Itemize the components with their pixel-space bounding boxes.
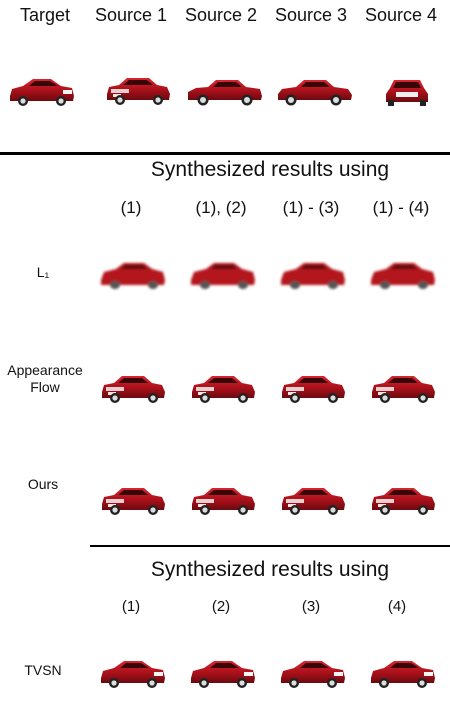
section1-col-3: (1) - (3) — [282, 198, 340, 217]
af-result-1 — [98, 370, 168, 406]
row-label-appearance-flow: Appearance Flow — [7, 362, 83, 395]
l1-result-2 — [188, 256, 258, 292]
l1-result-1 — [98, 256, 168, 292]
ours-result-1 — [98, 482, 168, 518]
thin-separator — [90, 545, 450, 547]
section1-col-2: (1), (2) — [195, 198, 247, 217]
l1-result-4 — [368, 256, 438, 292]
af-result-4 — [368, 370, 438, 406]
section2-col-2: (2) — [211, 598, 231, 615]
section2-col-4: (4) — [387, 598, 407, 615]
tvsn-result-2 — [188, 654, 258, 690]
header-source-3: Source 3 — [274, 5, 348, 25]
tvsn-result-3 — [278, 654, 348, 690]
header-target: Target — [19, 5, 71, 25]
ours-result-2 — [188, 482, 258, 518]
row-label-ours: Ours — [27, 476, 59, 492]
thick-separator — [0, 152, 450, 155]
header-source-4: Source 4 — [364, 5, 438, 25]
row-label-l1: L₁ — [36, 264, 50, 280]
af-result-3 — [278, 370, 348, 406]
tvsn-result-1 — [98, 654, 168, 690]
ours-result-3 — [278, 482, 348, 518]
section2-title: Synthesized results using — [150, 558, 390, 581]
section1-title: Synthesized results using — [150, 158, 390, 181]
l1-result-3 — [278, 256, 348, 292]
ours-result-4 — [368, 482, 438, 518]
header-source-2: Source 2 — [184, 5, 258, 25]
section1-col-1: (1) — [120, 198, 142, 217]
source-1-car-image — [103, 72, 173, 108]
af-result-2 — [188, 370, 258, 406]
source-4-car-image — [382, 70, 432, 108]
section2-col-3: (3) — [301, 598, 321, 615]
header-source-1: Source 1 — [94, 5, 168, 25]
target-car-image — [7, 72, 77, 108]
row-label-tvsn: TVSN — [24, 662, 62, 678]
section1-col-4: (1) - (4) — [372, 198, 430, 217]
section2-col-1: (1) — [121, 598, 141, 615]
tvsn-result-4 — [368, 654, 438, 690]
source-3-car-image — [276, 72, 354, 108]
source-2-car-image — [186, 72, 264, 108]
